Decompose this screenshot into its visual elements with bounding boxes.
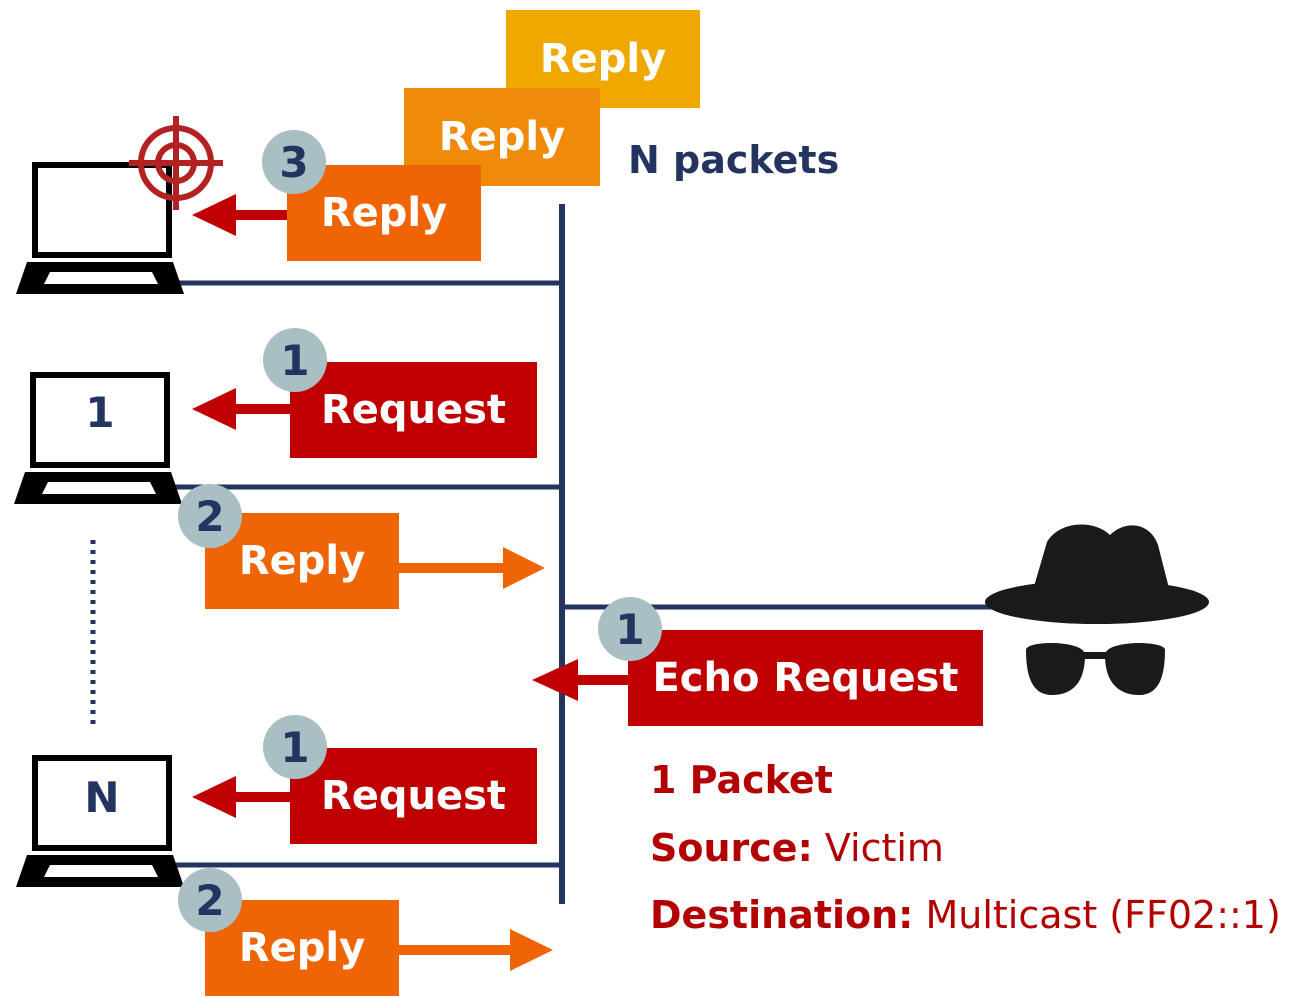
- destination-value: Multicast (FF02::1): [925, 893, 1281, 937]
- host1-request-badge: 1: [263, 328, 327, 392]
- victim-reply-arrow-icon: [192, 194, 292, 236]
- hostN-label: N: [84, 773, 120, 822]
- destination-line: Destination: Multicast (FF02::1): [650, 893, 1281, 937]
- host1-request-box: Request: [290, 362, 537, 458]
- echo-request-arrow-icon: [532, 659, 630, 701]
- n-packets-label: N packets: [628, 138, 840, 182]
- host1-reply-badge: 2: [178, 484, 242, 548]
- victim-step-badge: 3: [262, 130, 326, 194]
- host1-label: 1: [85, 388, 115, 437]
- hostN-reply-arrow-icon: [398, 929, 553, 971]
- victim-laptop-icon: [16, 165, 184, 294]
- reply-box-middle: Reply: [404, 88, 600, 186]
- hostN-request-badge: 1: [263, 715, 327, 779]
- source-line: Source: Victim: [650, 826, 944, 870]
- destination-label: Destination:: [650, 893, 914, 937]
- hostN-reply-badge: 2: [178, 868, 242, 932]
- packet-count-text: 1 Packet: [650, 758, 833, 802]
- hostN-request-arrow-icon: [192, 776, 292, 818]
- source-label: Source:: [650, 826, 813, 870]
- hostN-request-box: Request: [290, 748, 537, 844]
- source-value: Victim: [824, 826, 944, 870]
- attacker-hat-sunglasses-icon: [985, 524, 1209, 695]
- victim-reply-box: Reply: [287, 165, 481, 261]
- crosshair-target-icon: [129, 116, 223, 210]
- packet-count-label: 1 Packet: [650, 758, 833, 802]
- host1-request-arrow-icon: [192, 388, 292, 430]
- host1-reply-arrow-icon: [398, 547, 545, 589]
- echo-request-badge: 1: [598, 597, 662, 661]
- echo-request-box: Echo Request: [628, 630, 983, 726]
